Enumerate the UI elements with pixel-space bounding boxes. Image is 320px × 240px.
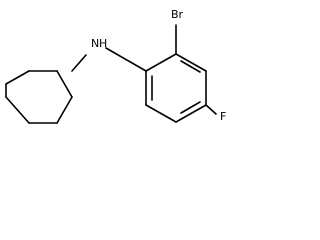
ring-bond-4 xyxy=(56,96,73,124)
c-n-bond xyxy=(71,54,87,72)
fluorine-label: F xyxy=(220,110,226,123)
ring-bond-6 xyxy=(5,96,30,124)
aryl-bond-1 xyxy=(145,53,177,72)
aryl-bond-4 xyxy=(175,104,207,123)
cyclohexane-ring xyxy=(5,70,73,124)
aryl-bond-5 xyxy=(145,104,177,123)
aryl-double-bond-1 xyxy=(180,60,201,73)
n-aryl-bond xyxy=(105,47,147,72)
ring-bond-1 xyxy=(5,70,30,85)
structure-canvas: N H Br F xyxy=(0,0,253,136)
benzene-ring xyxy=(145,53,207,123)
molecule-svg: N H Br F xyxy=(5,8,226,124)
hydrogen-label: H xyxy=(99,37,107,50)
nitrogen-label: N xyxy=(91,37,99,50)
aryl-bond-2 xyxy=(175,53,207,72)
ring-bond-3 xyxy=(56,70,73,98)
c-f-bond xyxy=(205,104,217,115)
aryl-double-bond-2 xyxy=(180,101,201,114)
bromine-label: Br xyxy=(171,8,184,21)
